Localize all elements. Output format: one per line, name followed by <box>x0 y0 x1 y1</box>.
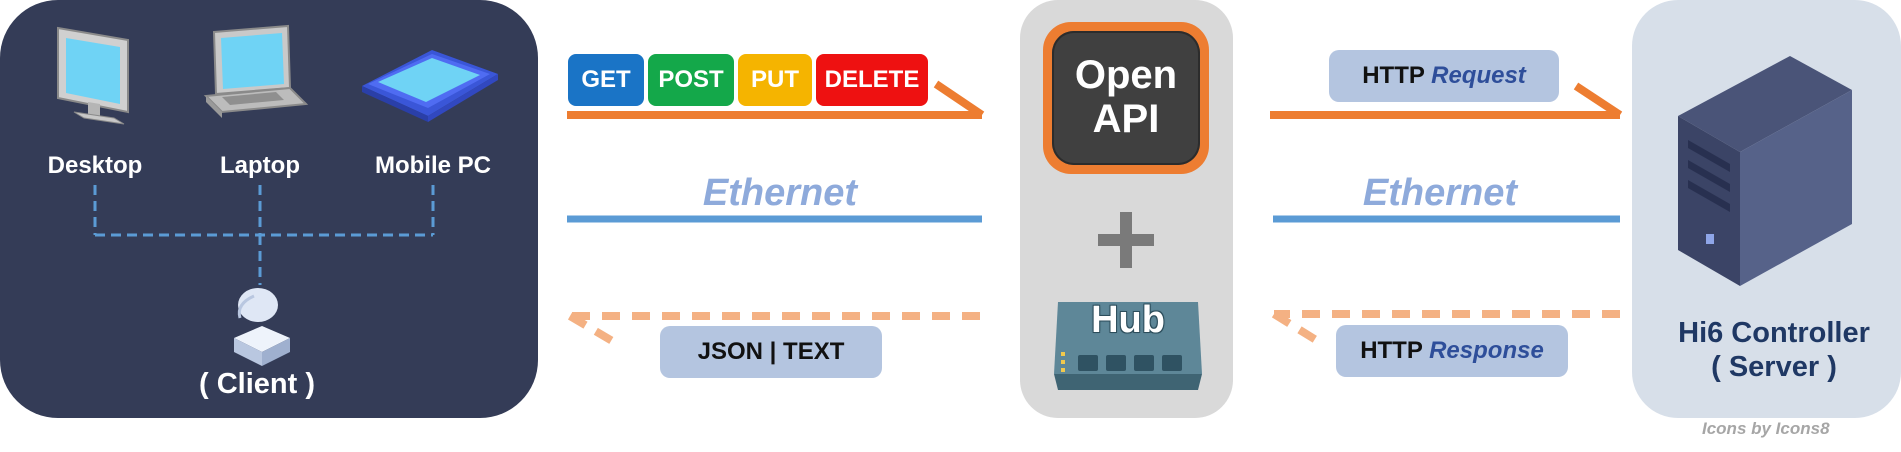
desktop-icon <box>57 26 129 125</box>
response-format-tag: JSON | TEXT <box>660 326 882 378</box>
server-label-line2: ( Server ) <box>1711 351 1837 383</box>
server-label: Hi6 Controller ( Server ) <box>1644 316 1901 384</box>
laptop-icon <box>203 24 309 118</box>
icons-credit: Icons by Icons8 <box>1702 419 1830 438</box>
tablet-icon <box>362 50 498 122</box>
http-request-prefix: HTTP <box>1362 62 1432 89</box>
http-response-tag: HTTP Response <box>1336 325 1568 377</box>
client-connector-lines <box>93 185 435 285</box>
http-response-word: Response <box>1429 337 1544 364</box>
method-put: PUT <box>738 54 812 106</box>
hub-label: Hub <box>1091 299 1165 341</box>
method-get: GET <box>568 54 644 106</box>
client-person-icon <box>234 288 290 366</box>
right-response-arrow <box>1271 310 1620 344</box>
left-ethernet-label: Ethernet <box>702 172 858 214</box>
server-label-line1: Hi6 Controller <box>1678 317 1870 349</box>
right-request-arrow <box>1270 82 1623 119</box>
method-delete: DELETE <box>816 54 928 106</box>
device-label-desktop: Desktop <box>47 152 143 179</box>
right-ethernet-label: Ethernet <box>1362 172 1518 214</box>
server-icon <box>1678 56 1852 286</box>
left-request-arrow <box>567 80 985 119</box>
left-response-arrow <box>567 312 980 346</box>
hub-box: Hub <box>1052 297 1204 389</box>
device-label-laptop: Laptop <box>220 152 300 179</box>
client-label: ( Client ) <box>199 368 315 400</box>
http-response-prefix: HTTP <box>1360 337 1430 364</box>
hub-icon <box>1054 302 1202 390</box>
open-api-box: Open API <box>1043 22 1209 174</box>
plus-icon <box>1098 212 1154 268</box>
method-post: POST <box>648 54 734 106</box>
device-label-mobile-pc: Mobile PC <box>374 152 491 179</box>
http-request-word: Request <box>1431 62 1526 89</box>
http-request-tag: HTTP Request <box>1329 50 1559 102</box>
open-api-label: Open API <box>1074 53 1178 141</box>
